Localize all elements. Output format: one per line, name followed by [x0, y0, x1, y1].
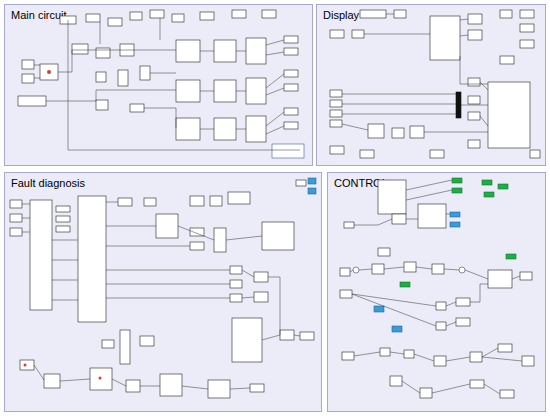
- panel-title: Fault diagnosis: [11, 177, 85, 189]
- main-circuit-panel: Main circuit: [4, 4, 313, 166]
- panel-title: Display: [323, 9, 359, 21]
- panel-title: CONTROL: [334, 177, 388, 189]
- panel-title: Main circuit: [11, 9, 67, 21]
- fault-diagnosis-panel: Fault diagnosis: [4, 172, 322, 412]
- display-panel: Display: [316, 4, 546, 166]
- control-panel: CONTROL: [327, 172, 546, 412]
